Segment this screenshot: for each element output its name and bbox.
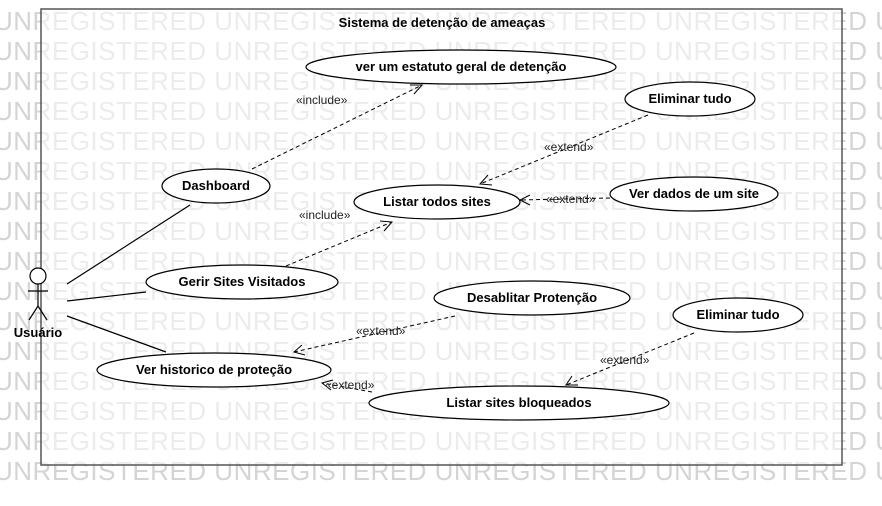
use-case-label: Listar sites bloqueados [446, 395, 591, 410]
stereotype-extend-desabilitar: «extend» [356, 324, 406, 338]
use-case-dashboard[interactable]: Dashboard [161, 168, 271, 204]
dependency-extend-eliminar-tudo-1[interactable] [478, 114, 649, 186]
system-title: Sistema de detenção de ameaças [339, 15, 546, 30]
use-case-label: Ver dados de um site [629, 186, 759, 201]
actor-usuario[interactable]: Usuário [14, 267, 62, 340]
use-case-gerir-sites[interactable]: Gerir Sites Visitados [145, 264, 339, 300]
association-dashboard[interactable] [66, 204, 191, 285]
use-case-estatuto[interactable]: ver um estatuto geral de detenção [305, 49, 617, 85]
dependency-include-dashboard[interactable] [251, 84, 424, 170]
use-case-eliminar-tudo-2[interactable]: Eliminar tudo [672, 297, 804, 333]
dependency-extend-bloqueados[interactable] [320, 379, 373, 393]
use-case-historico[interactable]: Ver historico de proteção [96, 352, 332, 388]
stereotype-extend-eliminar-tudo-2: «extend» [600, 353, 650, 367]
association-gerir[interactable] [66, 291, 147, 302]
actor-label: Usuário [14, 325, 62, 340]
use-case-label: Eliminar tudo [648, 91, 731, 106]
use-case-listar-todos-sites[interactable]: Listar todos sites [353, 184, 521, 220]
dependency-extend-desabilitar[interactable] [292, 315, 456, 356]
association-historico[interactable] [66, 315, 167, 353]
use-case-label: Eliminar tudo [696, 307, 779, 322]
use-case-ver-dados[interactable]: Ver dados de um site [609, 176, 779, 212]
stereotype-extend-bloqueados: «extend» [325, 378, 375, 392]
use-case-label: Ver historico de proteção [136, 362, 292, 377]
use-case-label: Gerir Sites Visitados [179, 274, 306, 289]
dependency-include-gerir[interactable] [285, 220, 394, 267]
use-case-eliminar-tudo-1[interactable]: Eliminar tudo [624, 81, 756, 117]
use-case-label: Dashboard [182, 178, 250, 193]
stereotype-include-gerir: «include» [299, 208, 351, 222]
use-case-label: ver um estatuto geral de detenção [356, 59, 567, 74]
dependency-extend-eliminar-tudo-2[interactable] [565, 332, 695, 386]
stereotype-include-dashboard: «include» [296, 93, 348, 107]
actor-head-icon [29, 267, 47, 285]
use-case-label: Desablitar Protenção [467, 290, 597, 305]
stereotype-extend-eliminar-tudo-1: «extend» [544, 140, 594, 154]
stereotype-extend-ver-dados: «extend» [546, 192, 596, 206]
use-case-bloqueados[interactable]: Listar sites bloqueados [368, 385, 670, 421]
use-case-label: Listar todos sites [383, 194, 491, 209]
use-case-desabilitar[interactable]: Desablitar Protenção [433, 280, 631, 316]
